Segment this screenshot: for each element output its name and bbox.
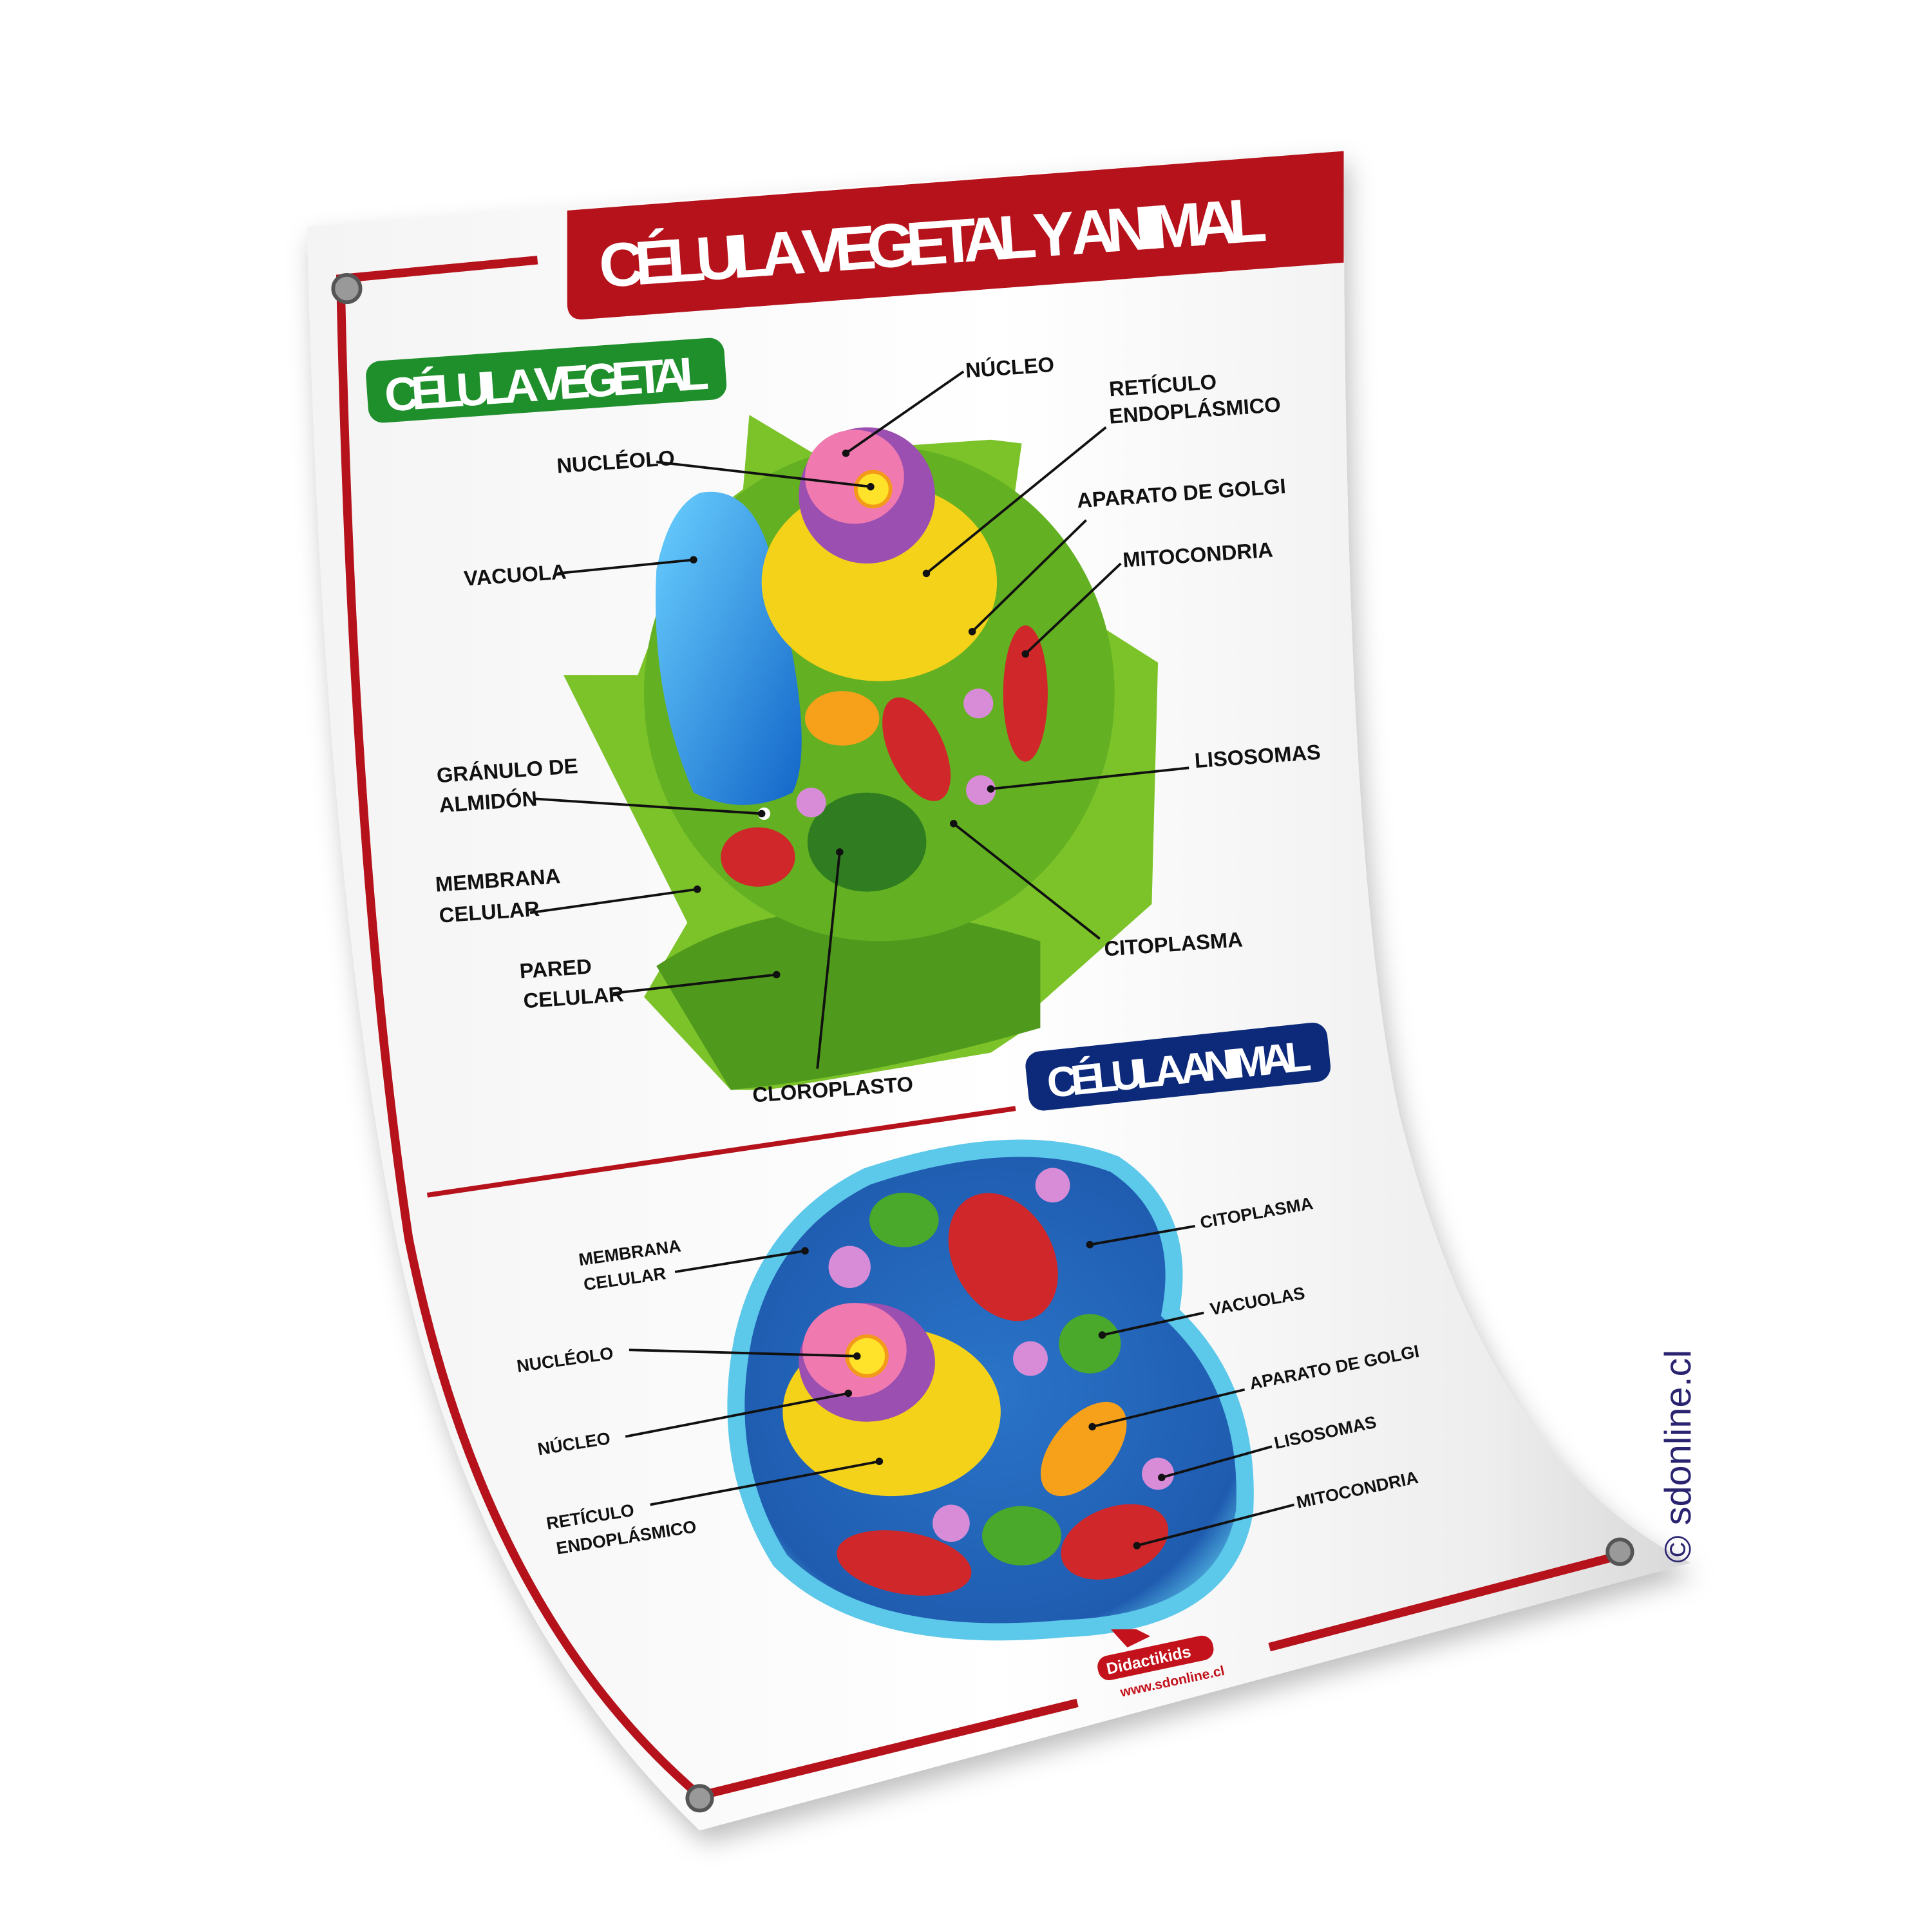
- title-bar: [567, 151, 1344, 320]
- plant-leader-lines: [529, 370, 1189, 1069]
- plant-heading-badge: [366, 337, 727, 423]
- animal-leader-lines: [625, 1224, 1295, 1549]
- plant-label-pared-1: PARED: [519, 954, 592, 983]
- animal-heading-badge: [1025, 1022, 1331, 1111]
- footer-brand-badge: [1097, 1635, 1214, 1680]
- grommets: [331, 180, 1634, 1813]
- copyright-watermark: © sdonline.cl: [1658, 1350, 1699, 1563]
- poster-border: [336, 256, 1611, 1801]
- section-divider: [426, 1106, 1016, 1198]
- didactikids-mascot-icon: [1110, 1629, 1151, 1648]
- animal-cell-illustration: [727, 1139, 1254, 1641]
